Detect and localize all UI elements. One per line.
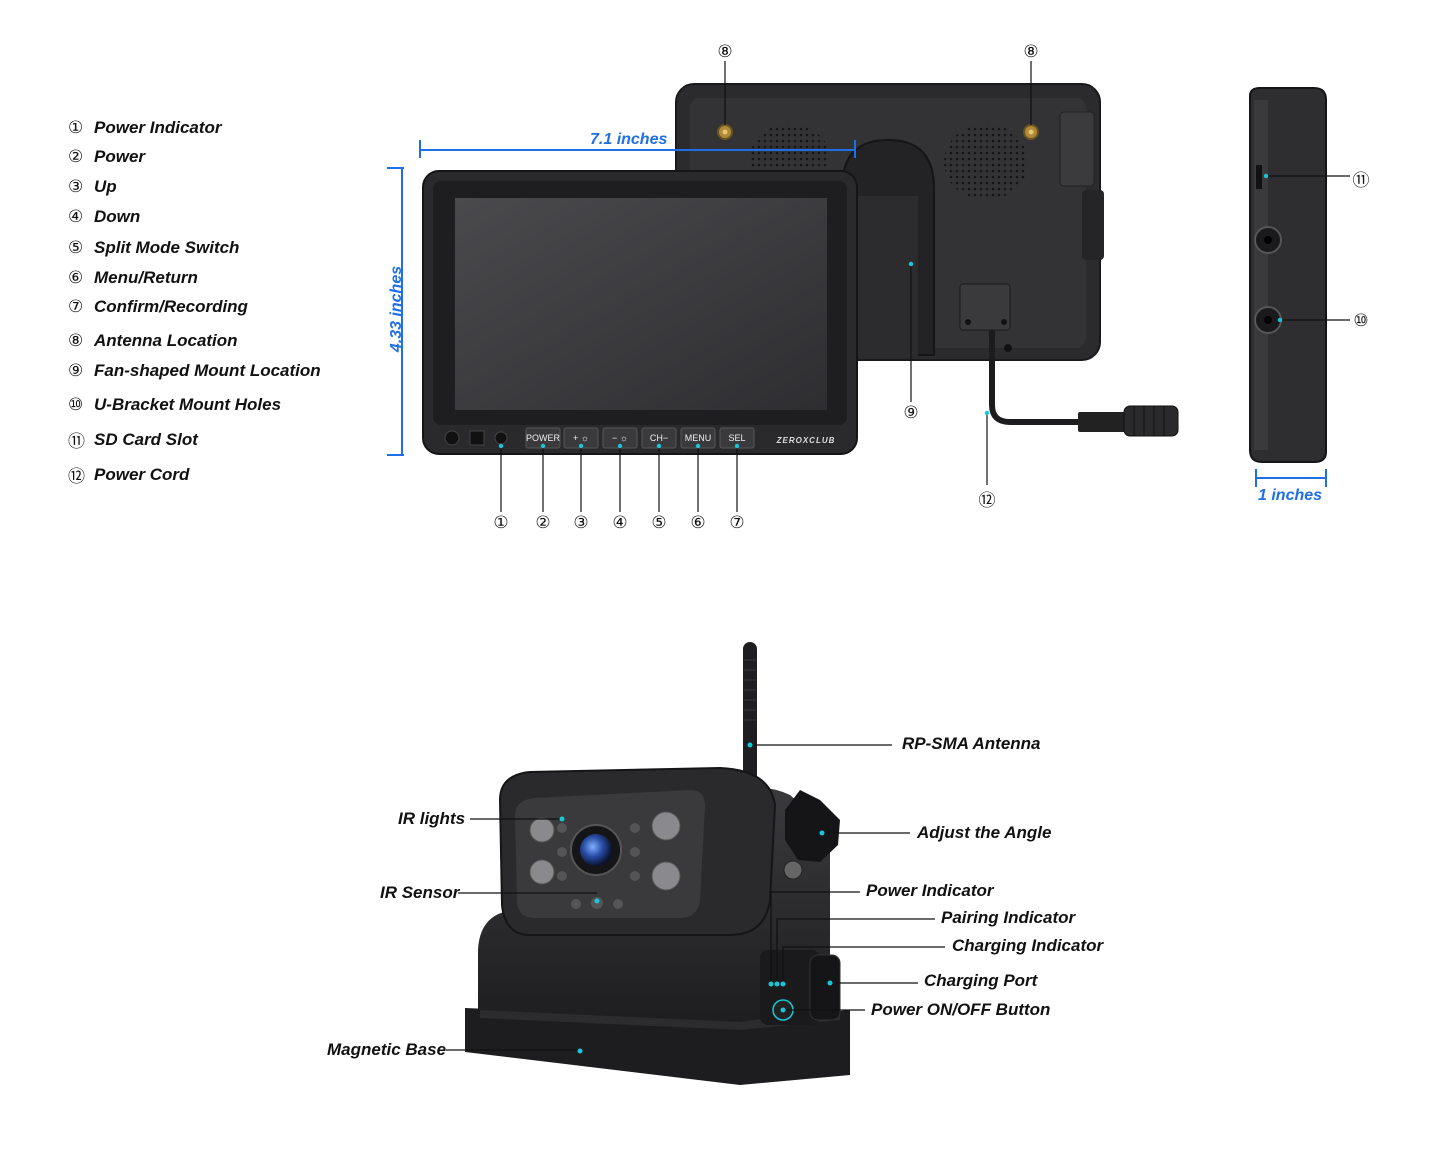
camera-accent-dots [559,742,833,1054]
button-label: SEL [728,433,745,443]
marker-confirm: ⑦ [729,513,745,532]
button-label: CH− [650,433,668,443]
marker-power-indicator: ① [493,513,509,532]
camera [465,642,850,1085]
monitor-screen [455,198,827,410]
camera-antenna [743,642,757,782]
marker-down: ④ [612,513,628,532]
charging-port-cover [809,954,841,1021]
marker-antenna-left: ⑧ [717,42,733,61]
marker-sd-card: ⑪ [1352,171,1370,190]
power-indicator-led [494,431,508,445]
marker-power: ② [535,513,551,532]
marker-menu: ⑥ [690,513,706,532]
speaker-grill-right [944,124,1028,200]
monitor-leader-lines [500,61,1350,512]
dimension-width-label: 7.1 inches [590,131,668,148]
callout-adjust-angle: Adjust the Angle [917,823,1052,842]
marker-antenna-right: ⑧ [1023,42,1039,61]
camera-leader-lines [446,744,945,1051]
monitor-accent-dots [498,173,1283,449]
marker-split-mode: ⑤ [651,513,667,532]
callout-magnetic-base: Magnetic Base [327,1040,447,1059]
button-label: − ☼ [612,433,628,443]
monitor-front: POWER + ☼ − ☼ CH− MENU SEL ZEROXCLUB [422,170,858,455]
callout-ir-lights: IR lights [398,809,466,828]
sd-card-slot [1256,165,1262,189]
angle-knob [785,790,840,862]
marker-power-cord: ⑫ [978,491,996,510]
button-label: MENU [685,433,712,443]
marker-fan-mount: ⑨ [903,403,919,422]
callout-rp-sma-antenna: RP-SMA Antenna [902,734,1041,753]
marker-u-bracket: ⑩ [1353,311,1369,330]
dimension-lines [387,140,1327,487]
marker-up: ③ [573,513,589,532]
button-label: POWER [526,433,561,443]
callout-charging-port: Charging Port [924,971,1038,990]
callout-ir-sensor: IR Sensor [380,883,460,902]
callout-power-button: Power ON/OFF Button [871,1000,1051,1019]
dimension-height-label: 4.33 inches [388,265,406,353]
callout-pairing-indicator: Pairing Indicator [941,908,1076,927]
monitor-side [1249,87,1327,463]
button-label: + ☼ [573,433,589,443]
brand-logo: ZEROXCLUB [776,436,836,445]
dimension-depth-label: 1 inches [1258,487,1323,504]
camera-lens [580,834,612,866]
power-cord [989,330,1090,425]
callout-charging-indicator: Charging Indicator [952,936,1104,955]
callout-power-indicator: Power Indicator [866,881,994,900]
